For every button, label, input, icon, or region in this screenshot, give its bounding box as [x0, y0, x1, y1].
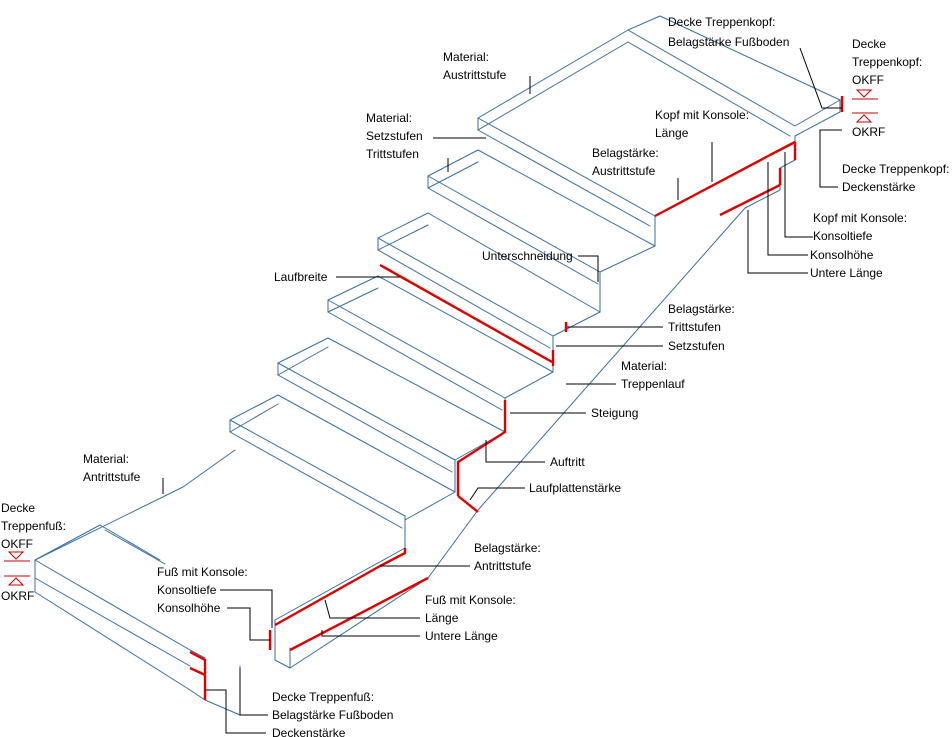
- label-kopf-konsole-tiefe: Kopf mit Konsole: Konsoltiefe: [813, 211, 910, 243]
- leader-laufplatte: [469, 487, 525, 501]
- label-konsolhoehe-bottom: Konsolhöhe: [157, 601, 221, 615]
- label-okrf-top: OKRF: [852, 125, 885, 139]
- label-decke-kopf-okff: Decke Treppenkopf: OKFF: [852, 37, 926, 87]
- label-decke-kopf-belag: Decke Treppenkopf: Belagstärke Fußboden: [668, 15, 789, 49]
- leader-decke-kopf-decken: [819, 129, 842, 188]
- label-decke-fuss-okff: Decke Treppenfuß: OKFF: [1, 501, 69, 551]
- risers: [274, 135, 796, 669]
- landing-left-edge: [34, 524, 101, 561]
- laufbreite-line: [379, 263, 553, 364]
- labels: Decke Treppenkopf: Belagstärke Fußboden …: [1, 15, 952, 737]
- label-belag-austritt: Belagstärke: Austrittstufe: [592, 146, 662, 178]
- label-kopf-konsole-laenge: Kopf mit Konsole: Länge: [655, 108, 752, 140]
- label-fuss-konsole-laenge: Fuß mit Konsole: Länge: [425, 593, 519, 625]
- leader-untere-laenge-bottom: [321, 630, 420, 637]
- label-laufbreite: Laufbreite: [274, 270, 328, 284]
- steigung-mark: [456, 400, 507, 496]
- label-setzstufen: Setzstufen: [668, 339, 725, 353]
- austritt-belag-line: [654, 153, 771, 218]
- label-material-setz-tritt: Material: Setzstufen Trittstufen: [366, 111, 426, 161]
- label-untere-laenge-bottom: Untere Länge: [425, 629, 498, 643]
- leader-fuss-konsoltiefe: [220, 589, 273, 628]
- treads: [229, 117, 656, 529]
- top-landing: [627, 15, 841, 137]
- stair-geometry: [34, 15, 841, 716]
- okrf-top-icon: [852, 112, 878, 123]
- okff-bottom-icon: [4, 551, 30, 562]
- leader-decke-kopf-belag: [799, 47, 842, 109]
- label-belag-trittstufen: Belagstärke: Trittstufen: [668, 302, 738, 334]
- label-fuss-konsole-tiefe: Fuß mit Konsole: Konsoltiefe: [157, 565, 251, 597]
- leader-auftritt: [485, 440, 545, 463]
- label-material-treppenlauf: Material: Treppenlauf: [621, 359, 685, 391]
- label-untere-laenge-top: Untere Länge: [810, 266, 883, 280]
- label-belag-antritt: Belagstärke: Antrittstufe: [474, 541, 544, 573]
- label-auftritt: Auftritt: [550, 455, 585, 469]
- steps-left-profile: [229, 29, 629, 433]
- leader-fuss-konsolhoehe: [227, 607, 270, 641]
- label-decke-kopf-decken: Decke Treppenkopf: Deckenstärke: [842, 162, 952, 194]
- leader-decke-fuss-belag: [239, 668, 268, 716]
- label-unterschneidung: Unterschneidung: [482, 249, 573, 263]
- leader-konsoltiefe-top: [784, 152, 813, 238]
- label-material-antritt: Material: Antrittstufe: [83, 452, 141, 484]
- setz-mark: [551, 322, 568, 366]
- leader-fuss-laenge: [324, 599, 420, 619]
- label-deckenstaerke-bottom: Deckenstärke: [272, 726, 346, 737]
- label-okrf-bottom: OKRF: [1, 589, 34, 603]
- okff-top-icon: [852, 89, 878, 100]
- bottom-landing: [34, 449, 236, 691]
- leader-konsolhoehe-top: [767, 162, 808, 256]
- laufplatte-mark: [457, 495, 479, 513]
- label-konsolhoehe-top: Konsolhöhe: [810, 248, 874, 262]
- antritt-belag: [379, 548, 407, 568]
- label-steigung: Steigung: [591, 406, 638, 420]
- dimension-marks: [189, 96, 844, 700]
- leader-deckenstaerke-bottom: [205, 689, 266, 734]
- label-material-austritt: Material: Austrittstufe: [443, 50, 507, 82]
- leader-unterschneidung: [578, 255, 599, 282]
- leader-untere-laenge-top: [747, 210, 808, 274]
- kopf-konsole-top: [719, 140, 797, 217]
- label-decke-fuss-belag: Decke Treppenfuß: Belagstärke Fußboden: [272, 690, 393, 722]
- label-laufplattenstaerke: Laufplattenstärke: [529, 481, 621, 495]
- okff-bottom: [189, 650, 207, 700]
- level-symbols: [4, 89, 878, 586]
- okrf-bottom-icon: [4, 575, 30, 586]
- leader-lines: [162, 47, 842, 734]
